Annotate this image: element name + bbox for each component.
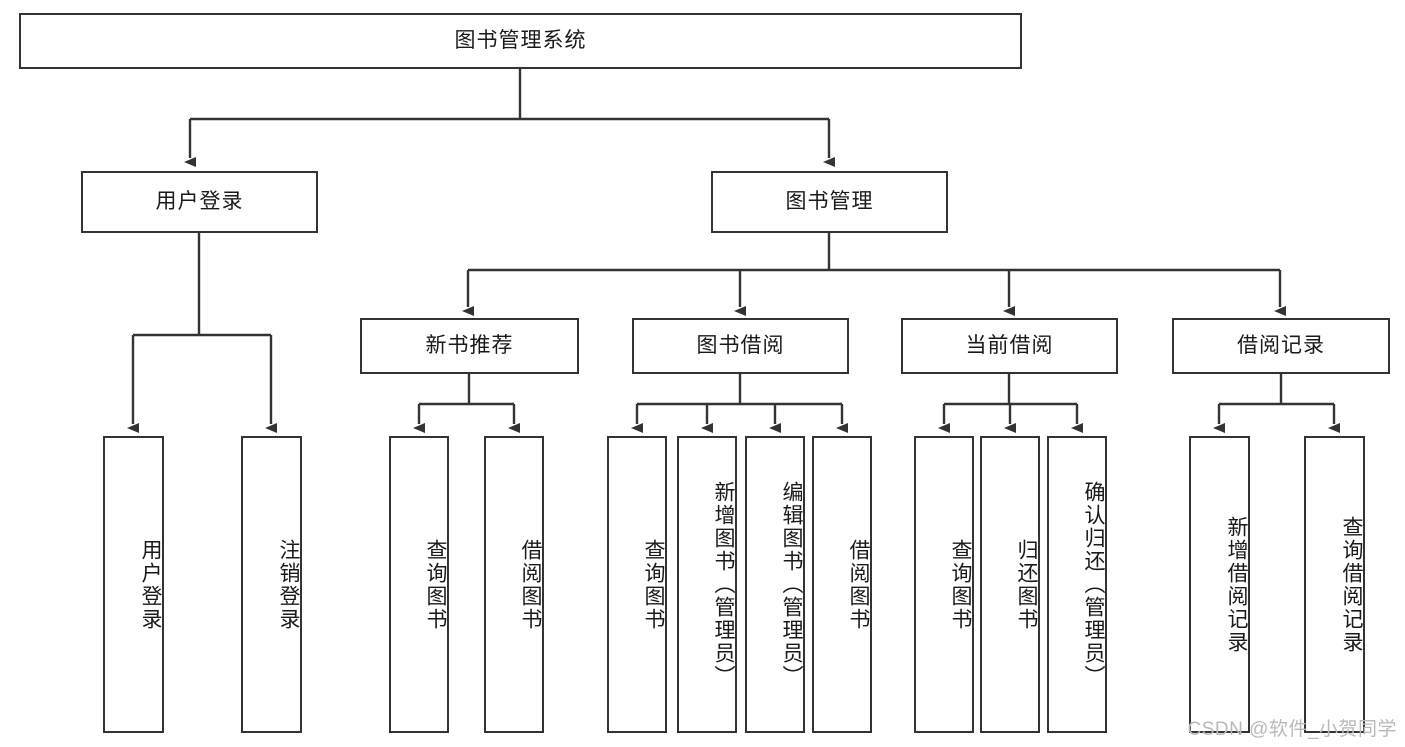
leaf-borrow-edit-book-admin[interactable]: 编辑图书（管理员） — [745, 436, 805, 733]
leaf-recommend-query-book[interactable]: 查询图书 — [389, 436, 449, 733]
leaf-recommend-borrow-book[interactable]: 借阅图书 — [484, 436, 544, 733]
node-label: 借阅图书 — [847, 538, 870, 631]
leaf-borrow-add-book-admin[interactable]: 新增图书（管理员） — [677, 436, 737, 733]
node-label: 图书管理 — [785, 190, 874, 214]
node-book-management[interactable]: 图书管理 — [711, 171, 948, 233]
leaf-current-confirm-return-admin[interactable]: 确认归还（管理员） — [1047, 436, 1107, 733]
node-label: 图书借阅 — [696, 334, 785, 358]
node-label: 新书推荐 — [425, 334, 514, 358]
node-label: 新增图书（管理员） — [712, 481, 735, 688]
node-book-borrow[interactable]: 图书借阅 — [632, 318, 849, 374]
node-label: 当前借阅 — [965, 334, 1054, 358]
node-label: 新增借阅记录 — [1225, 515, 1248, 654]
watermark: CSDN @软件_小贺同学 — [1187, 719, 1397, 740]
node-label: 用户登录 — [139, 538, 162, 631]
node-label: 查询借阅记录 — [1340, 515, 1363, 654]
node-label: 注销登录 — [277, 538, 300, 631]
node-label: 编辑图书（管理员） — [780, 481, 803, 688]
node-label: 归还图书 — [1015, 538, 1038, 631]
leaf-user-login-logout[interactable]: 注销登录 — [241, 436, 302, 733]
leaf-borrow-query-book[interactable]: 查询图书 — [607, 436, 667, 733]
leaf-borrow-borrow-book[interactable]: 借阅图书 — [812, 436, 872, 733]
node-label: 图书管理系统 — [454, 29, 587, 53]
node-current-borrow[interactable]: 当前借阅 — [901, 318, 1118, 374]
leaf-current-query-book[interactable]: 查询图书 — [914, 436, 974, 733]
node-borrow-record[interactable]: 借阅记录 — [1172, 318, 1390, 374]
node-label: 查询图书 — [642, 538, 665, 631]
leaf-current-return-book[interactable]: 归还图书 — [980, 436, 1040, 733]
leaf-record-query-record[interactable]: 查询借阅记录 — [1304, 436, 1365, 733]
node-root-system[interactable]: 图书管理系统 — [19, 13, 1022, 69]
node-label: 查询图书 — [949, 538, 972, 631]
node-label: 查询图书 — [424, 538, 447, 631]
node-label: 借阅记录 — [1237, 334, 1325, 358]
node-user-login[interactable]: 用户登录 — [81, 171, 318, 233]
node-label: 确认归还（管理员） — [1082, 481, 1105, 688]
node-label: 借阅图书 — [519, 538, 542, 631]
node-label: 用户登录 — [155, 190, 244, 214]
leaf-user-login-login[interactable]: 用户登录 — [103, 436, 164, 733]
leaf-record-add-record[interactable]: 新增借阅记录 — [1189, 436, 1250, 733]
node-new-book-recommend[interactable]: 新书推荐 — [360, 318, 579, 374]
